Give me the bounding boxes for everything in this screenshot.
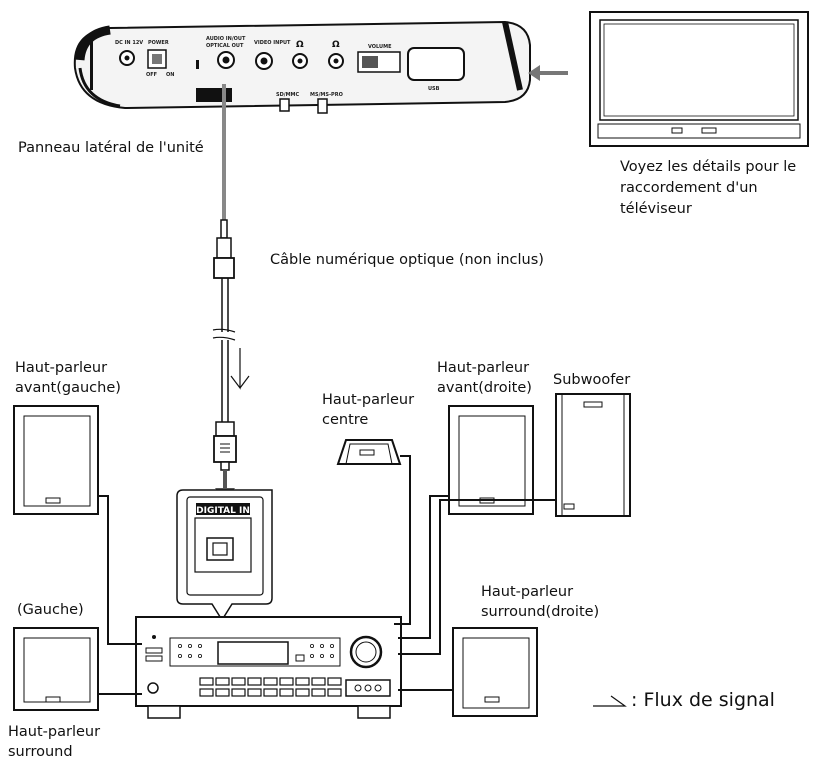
label-surround-left: Haut-parleur surround <box>8 724 101 760</box>
label-subwoofer: Subwoofer <box>553 372 631 388</box>
label-left: (Gauche) <box>17 602 84 618</box>
speaker-wires <box>98 455 556 695</box>
dvd-player-side-panel: Ω Ω DC IN 12V POWER OFF ON AUDIO IN/OUT … <box>73 20 531 114</box>
optical-cable <box>212 84 237 502</box>
port-label-on: ON <box>166 72 174 78</box>
svg-text:Ω: Ω <box>332 40 340 50</box>
label-tv-note: Voyez les détails pour le raccordement d… <box>620 159 797 217</box>
label-optical-cable: Câble numérique optique (non inclus) <box>270 252 544 268</box>
port-label-dc-in: DC IN 12V <box>115 40 143 46</box>
speaker-front-right <box>448 405 534 515</box>
label-surround-right: Haut-parleur surround(droite) <box>481 584 600 620</box>
speaker-surround-right <box>452 627 538 717</box>
port-label-ms: MS/MS-PRO <box>310 92 343 98</box>
label-signal-flow: : Flux de signal <box>631 689 775 711</box>
label-front-left: Haut-parleur avant(gauche) <box>15 360 121 396</box>
av-receiver <box>135 616 402 719</box>
signal-flow-legend-symbol <box>593 695 627 707</box>
port-label-volume: VOLUME <box>368 44 392 50</box>
port-label-video: VIDEO INPUT <box>254 40 291 46</box>
port-label-audio: AUDIO IN/OUT <box>206 36 246 42</box>
signal-flow-marker <box>230 348 250 390</box>
port-label-optical: OPTICAL OUT <box>206 43 244 49</box>
port-label-sd: SD/MMC <box>276 92 300 98</box>
digital-in-label: DIGITAL IN <box>196 506 250 516</box>
speaker-surround-left <box>13 627 99 711</box>
port-label-power: POWER <box>148 40 169 46</box>
port-label-off: OFF <box>146 72 157 78</box>
port-label-usb: USB <box>428 86 440 92</box>
svg-text:Ω: Ω <box>296 40 304 50</box>
speaker-subwoofer <box>555 393 631 517</box>
speaker-front-left <box>13 405 99 515</box>
speaker-center <box>336 439 402 465</box>
label-front-right: Haut-parleur avant(droite) <box>437 360 532 396</box>
label-side-panel: Panneau latéral de l'unité <box>18 140 204 156</box>
tv-arrow-head <box>528 65 540 81</box>
digital-in-callout: DIGITAL IN <box>176 489 273 622</box>
label-center: Haut-parleur centre <box>322 392 415 428</box>
television <box>589 11 809 147</box>
